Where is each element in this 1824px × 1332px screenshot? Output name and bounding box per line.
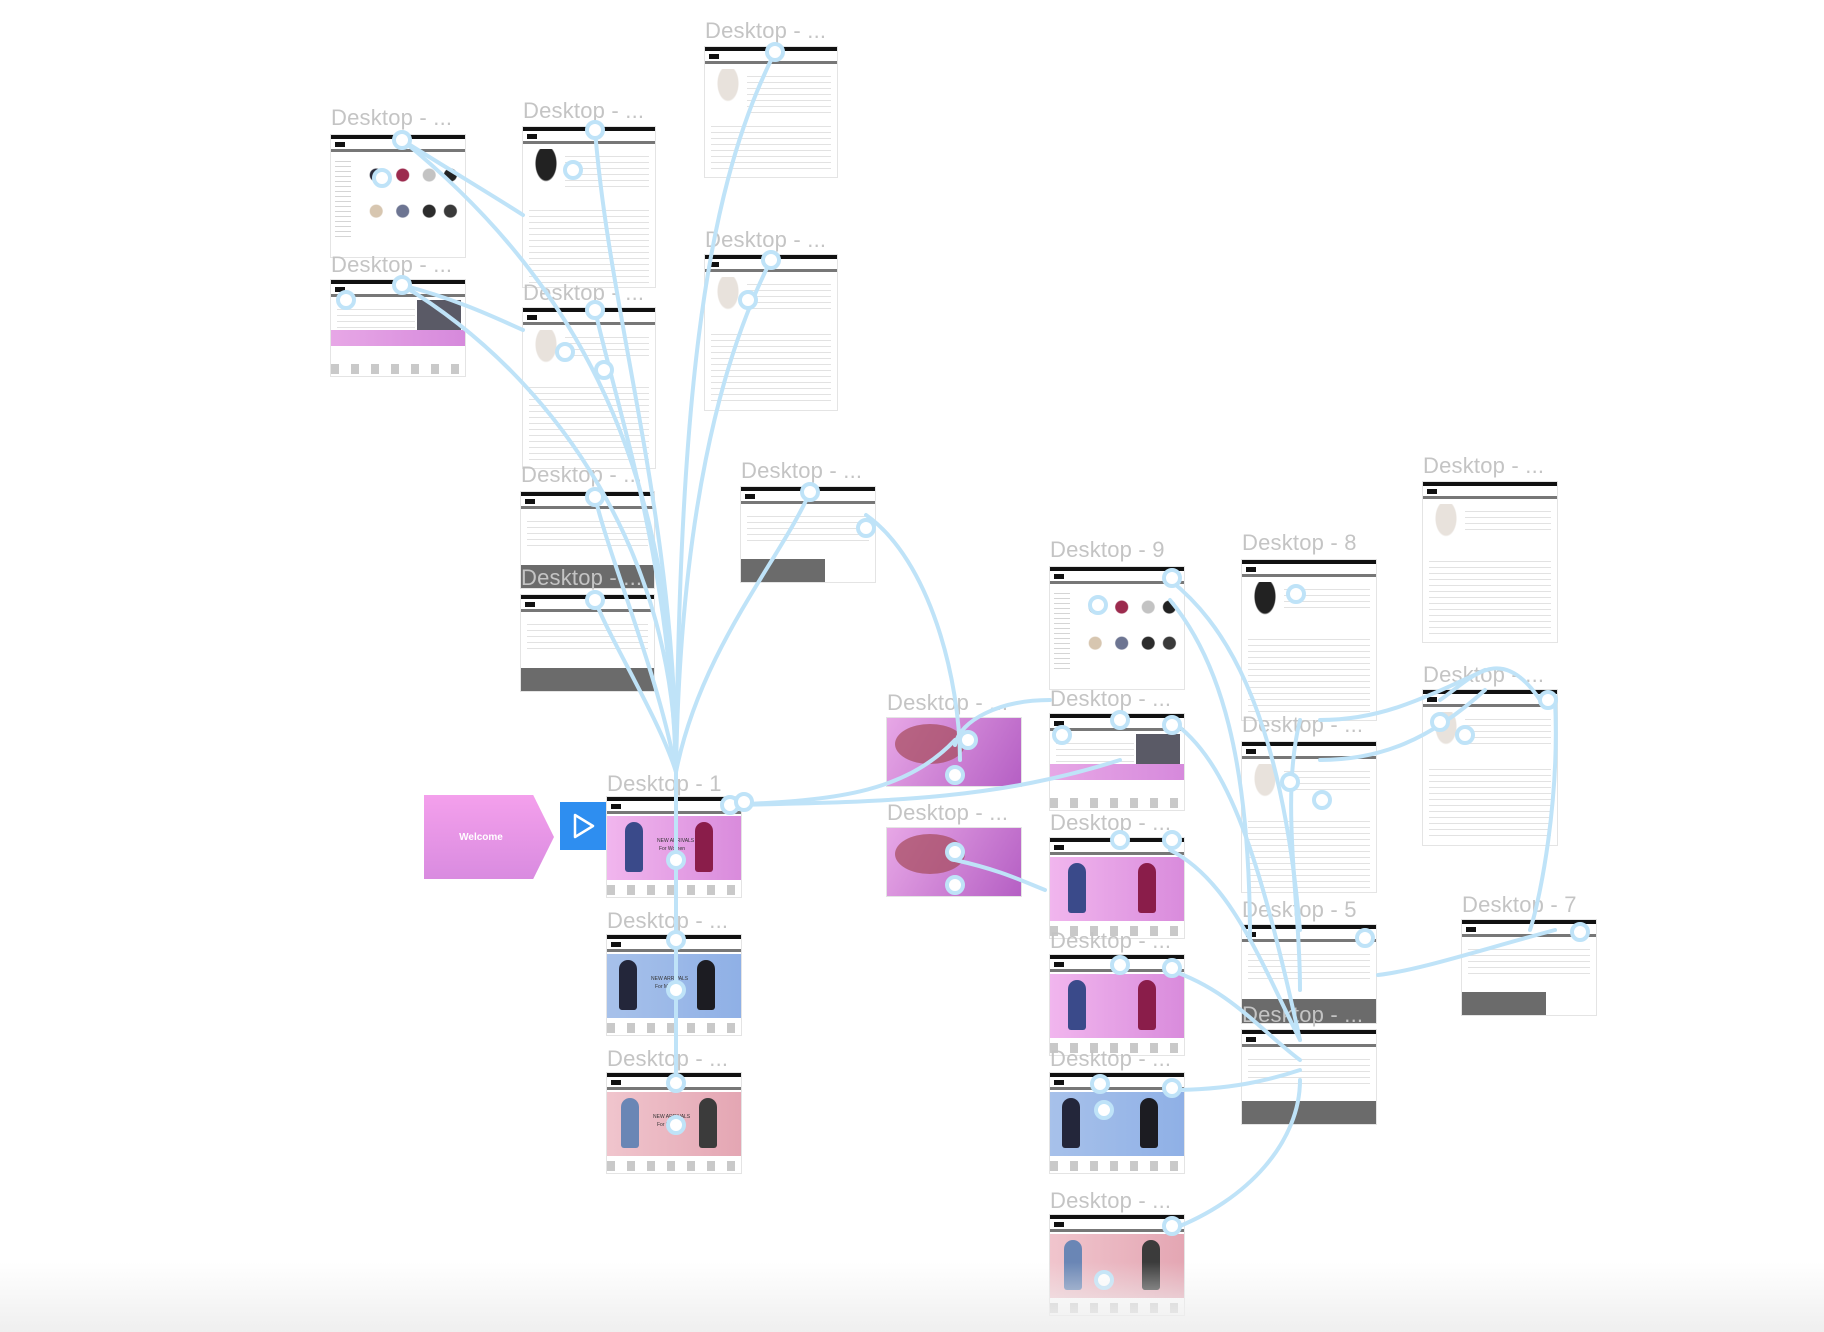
frame-title: Desktop - ...	[705, 18, 827, 43]
frame-product[interactable]	[1423, 690, 1557, 845]
frame-title: Desktop - ...	[1242, 1002, 1364, 1027]
frame-title: Desktop - ...	[607, 908, 729, 933]
flow-start-label: Welcome	[459, 831, 503, 843]
flow-start-welcome[interactable]: Welcome	[424, 795, 554, 879]
frame-checkout[interactable]	[1462, 920, 1596, 1015]
frame-product[interactable]	[705, 255, 837, 410]
hero-title: NEW ARRIVALS	[653, 1114, 691, 1120]
hero-subtitle: For Women	[659, 846, 686, 852]
frame-cart[interactable]	[1242, 1030, 1376, 1124]
frame-product[interactable]	[1242, 560, 1376, 720]
frame-title: Desktop - ...	[1050, 686, 1172, 711]
frame-title: Desktop - ...	[887, 800, 1009, 825]
frame-title: Desktop - ...	[1050, 928, 1172, 953]
hero-subtitle: For Men	[655, 984, 674, 990]
frame-home-men[interactable]	[1050, 1073, 1184, 1173]
frame-title: Desktop - 1	[607, 771, 722, 796]
frame-promo[interactable]	[887, 828, 1021, 896]
frame-title: Desktop - ...	[523, 280, 645, 305]
frame-title: Desktop - ...	[607, 1046, 729, 1071]
frame-home-women[interactable]: NEW ARRIVALS For Women	[607, 797, 741, 897]
frame-title: Desktop - ...	[887, 690, 1009, 715]
frame-promo[interactable]	[887, 718, 1021, 786]
frame-title: Desktop - ...	[705, 227, 827, 252]
frame-product[interactable]	[523, 127, 655, 287]
frame-product[interactable]	[705, 47, 837, 177]
frame-product[interactable]	[1423, 482, 1557, 642]
frame-home[interactable]	[331, 280, 465, 376]
frame-title: Desktop - 9	[1050, 537, 1165, 562]
canvas-bottom-fade	[0, 1262, 1824, 1332]
hero-title: NEW ARRIVALS	[651, 976, 689, 982]
frame-title: Desktop - ...	[1050, 810, 1172, 835]
frame-category[interactable]	[1050, 567, 1184, 689]
frame-title: Desktop - 7	[1462, 892, 1577, 917]
frame-category[interactable]	[331, 135, 465, 257]
frame-title: Desktop - ...	[1423, 662, 1545, 687]
play-icon	[573, 813, 595, 839]
frame-title: Desktop - 5	[1242, 897, 1357, 922]
frame-home[interactable]	[1050, 714, 1184, 810]
hero-title: NEW ARRIVALS	[657, 838, 695, 844]
frame-title: Desktop - ...	[523, 98, 645, 123]
frame-title: Desktop - 8	[1242, 530, 1357, 555]
play-button[interactable]	[560, 802, 608, 850]
hero-subtitle: For Kids	[657, 1122, 676, 1128]
frame-title: Desktop - ...	[1242, 712, 1364, 737]
frame-title: Desktop - ...	[331, 105, 453, 130]
frame-home-men[interactable]: NEW ARRIVALS For Men	[607, 935, 741, 1035]
frame-checkout[interactable]	[741, 487, 875, 582]
frame-home-women[interactable]	[1050, 955, 1184, 1055]
frame-title: Desktop - ...	[1423, 453, 1545, 478]
frame-title: Desktop - ...	[331, 252, 453, 277]
frame-home-women[interactable]	[1050, 838, 1184, 938]
frame-cart[interactable]	[521, 595, 654, 691]
frame-title: Desktop - ...	[741, 458, 863, 483]
frame-title: Desktop - ...	[1050, 1188, 1172, 1213]
frame-product[interactable]	[1242, 742, 1376, 892]
frame-title: Desktop - ...	[521, 462, 643, 487]
frame-home-kids[interactable]: NEW ARRIVALS For Kids	[607, 1073, 741, 1173]
frame-title: Desktop - ...	[521, 565, 643, 590]
frame-product[interactable]	[523, 308, 655, 468]
frame-title: Desktop - ...	[1050, 1046, 1172, 1071]
